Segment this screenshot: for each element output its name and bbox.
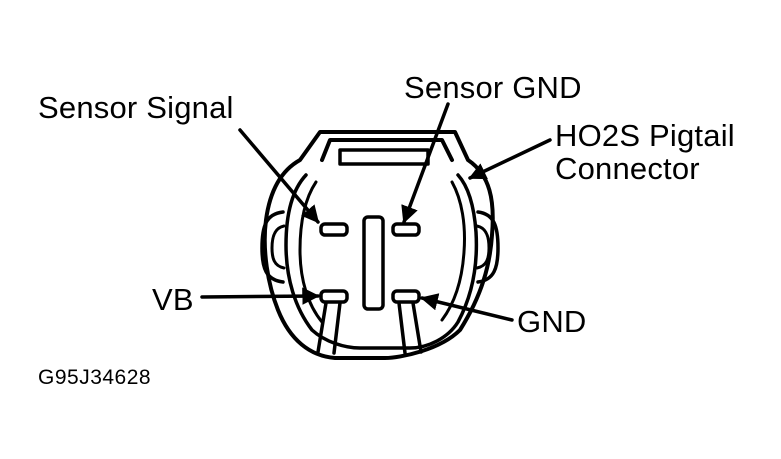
label-pigtail-line1: HO2S Pigtail — [555, 118, 735, 153]
pin-gnd — [391, 289, 421, 304]
arrow-sensor-signal — [238, 128, 320, 224]
connector-latch-slot — [338, 148, 430, 166]
arrow-vb — [200, 287, 320, 305]
right-lock-ear-inner — [475, 224, 491, 270]
arrow-sensor-gnd — [401, 102, 450, 224]
pin-sensor-gnd — [391, 222, 421, 237]
label-pigtail-line2: Connector — [555, 151, 700, 186]
wire-vb — [316, 301, 342, 355]
connector-inner-contour — [284, 173, 479, 350]
wire-gnd — [397, 301, 423, 355]
left-lock-ear — [260, 210, 285, 284]
right-lock-ear — [476, 210, 500, 284]
label-sensor-signal: Sensor Signal — [38, 90, 234, 125]
connector-latch-tab — [320, 138, 454, 162]
figure-id: G95J34628 — [38, 366, 152, 389]
left-lock-ear-inner — [270, 224, 286, 270]
center-key-rib — [362, 215, 385, 311]
label-sensor-gnd: Sensor GND — [404, 70, 582, 105]
label-gnd: GND — [517, 304, 587, 339]
arrow-pigtail-connector — [468, 138, 552, 180]
arrow-gnd — [420, 293, 514, 322]
label-vb: VB — [152, 282, 194, 317]
pin-vb — [319, 289, 349, 304]
pin-sensor-signal — [319, 222, 349, 237]
